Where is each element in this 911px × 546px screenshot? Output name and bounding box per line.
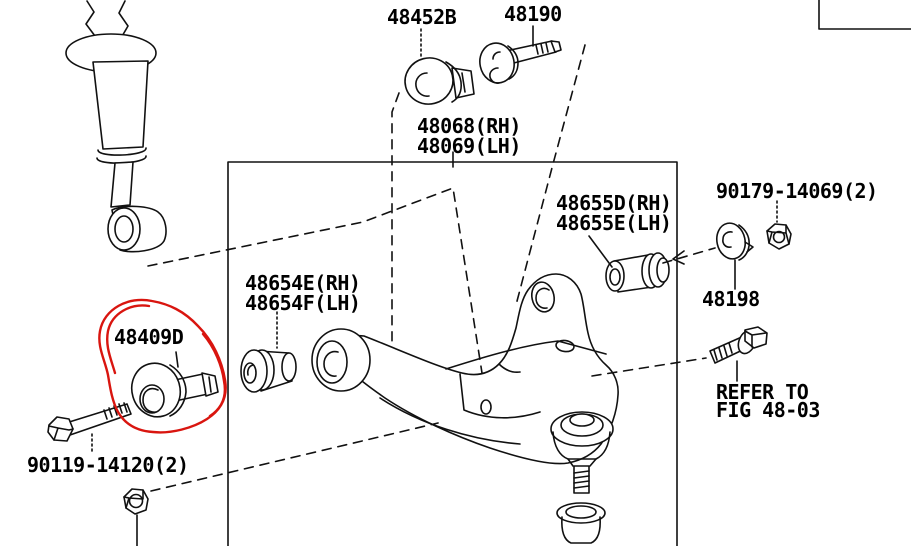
nut-90179-drawing	[766, 223, 792, 250]
part-label-90119-14120[interactable]: 90119-14120(2)	[27, 453, 189, 477]
cam-bolt-48190-drawing	[479, 40, 562, 84]
part-label-90179-14069[interactable]: 90179-14069(2)	[716, 179, 878, 203]
leader-lines	[91, 25, 778, 546]
part-label-48198[interactable]: 48198	[702, 287, 760, 311]
fig-reference-bolt-drawing	[709, 326, 768, 364]
highlight-circle	[98, 298, 227, 434]
lower-control-arm-drawing	[311, 273, 619, 465]
part-label-48654e-rh[interactable]: 48654E(RH)	[245, 271, 361, 295]
cam-plate-48452b-drawing	[404, 57, 475, 105]
part-label-48068-rh[interactable]: 48068(RH)	[417, 114, 521, 138]
part-label-48452b[interactable]: 48452B	[387, 5, 457, 29]
part-label-48190[interactable]: 48190	[504, 2, 562, 26]
cam-plate-48409d-drawing	[130, 362, 219, 418]
cam-plate-48198-drawing	[716, 222, 754, 261]
corner-box	[818, 0, 911, 30]
arm-rear-eye-hole	[530, 281, 556, 313]
part-label-48409d[interactable]: 48409D	[114, 325, 184, 349]
bolt-90119-drawing	[47, 402, 132, 442]
part-label-48655e-lh[interactable]: 48655E(LH)	[556, 211, 672, 235]
part-label-48654f-lh[interactable]: 48654F(LH)	[245, 291, 361, 315]
part-label-48069-lh[interactable]: 48069(LH)	[417, 134, 521, 158]
refer-note-line2: FIG 48-03	[716, 398, 820, 422]
nut-bottom-drawing	[123, 488, 149, 515]
bushing-48654-drawing	[240, 349, 297, 393]
part-label-48655d-rh[interactable]: 48655D(RH)	[556, 191, 672, 215]
refer-note-line1: REFER TO	[716, 380, 809, 404]
bushing-48655-drawing	[605, 252, 670, 293]
dust-cover-drawing	[556, 502, 606, 544]
shock-absorber-drawing	[65, 0, 167, 253]
ball-joint-drawing	[550, 411, 614, 494]
